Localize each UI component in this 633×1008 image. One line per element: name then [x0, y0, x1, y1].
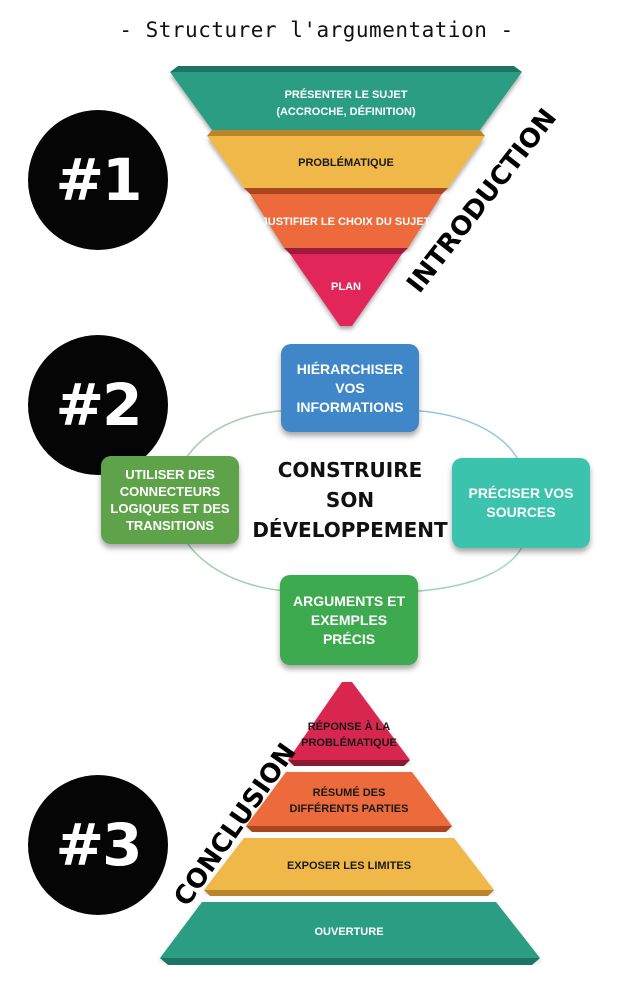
- funnel-step-4: [290, 254, 402, 326]
- pyramid-step-4-label: OUVERTURE: [314, 926, 383, 938]
- funnel-step-3: [250, 194, 442, 248]
- funnel-step-2-label: PROBLÉMATIQUE: [298, 156, 394, 169]
- center-title-line-2: SON: [325, 488, 375, 512]
- pyramid-step-1: [288, 682, 410, 760]
- pyramid-step-2-line2: DIFFÉRENTS PARTIES: [290, 802, 409, 815]
- box-connecteurs: UTILISER DES CONNECTEURS LOGIQUES ET DES…: [101, 456, 239, 544]
- page-title: - Structurer l'argumentation -: [119, 18, 514, 42]
- funnel-step-3-label: JUSTIFIER LE CHOIX DU SUJET: [262, 216, 431, 228]
- section-badge-2: #2: [28, 335, 168, 475]
- conclusion-pyramid: RÉPONSE À LA PROBLÉMATIQUE RÉSUMÉ DES DI…: [160, 682, 540, 965]
- funnel-step-4-label: PLAN: [331, 281, 361, 293]
- funnel-step-3-top-edge: [244, 188, 448, 194]
- box-sources: PRÉCISER VOS SOURCES: [452, 458, 590, 548]
- introduction-funnel: PRÉSENTER LE SUJET (ACCROCHE, DÉFINITION…: [170, 66, 522, 326]
- funnel-step-1-top-edge: [170, 66, 522, 72]
- box-hierarchiser: HIÉRARCHISER VOS INFORMATIONS: [281, 344, 419, 432]
- cycle-arc-bottom-right: [399, 539, 526, 593]
- pyramid-step-3-label: EXPOSER LES LIMITES: [287, 860, 411, 872]
- box-arguments: ARGUMENTS ET EXEMPLES PRÉCIS: [280, 575, 418, 665]
- center-title-line-1: CONSTRUIRE: [277, 458, 423, 482]
- development-center-title: CONSTRUIRE SON DÉVELOPPEMENT: [245, 455, 455, 545]
- pyramid-step-2-bottom-edge: [246, 826, 452, 832]
- funnel-step-4-top-edge: [284, 248, 408, 254]
- funnel-step-2: [207, 136, 485, 188]
- center-title-line-3: DÉVELOPPEMENT: [252, 518, 448, 542]
- funnel-step-1-line1: PRÉSENTER LE SUJET: [285, 88, 408, 101]
- pyramid-step-2-line1: RÉSUMÉ DES: [313, 786, 386, 799]
- funnel-step-1: [170, 72, 522, 130]
- pyramid-step-4-bottom-edge: [160, 958, 540, 965]
- pyramid-step-4: [160, 902, 540, 958]
- section-badge-1: #1: [28, 110, 168, 250]
- pyramid-step-2: [246, 772, 452, 826]
- pyramid-step-3: [204, 838, 494, 890]
- pyramid-step-1-line2: PROBLÉMATIQUE: [301, 736, 397, 749]
- section-badge-3: #3: [28, 775, 168, 915]
- pyramid-step-1-line1: RÉPONSE À LA: [308, 720, 391, 733]
- funnel-step-1-line2: (ACCROCHE, DÉFINITION): [276, 105, 416, 118]
- pyramid-step-3-bottom-edge: [204, 890, 494, 896]
- funnel-step-2-top-edge: [207, 130, 485, 136]
- pyramid-step-1-bottom-edge: [288, 760, 410, 766]
